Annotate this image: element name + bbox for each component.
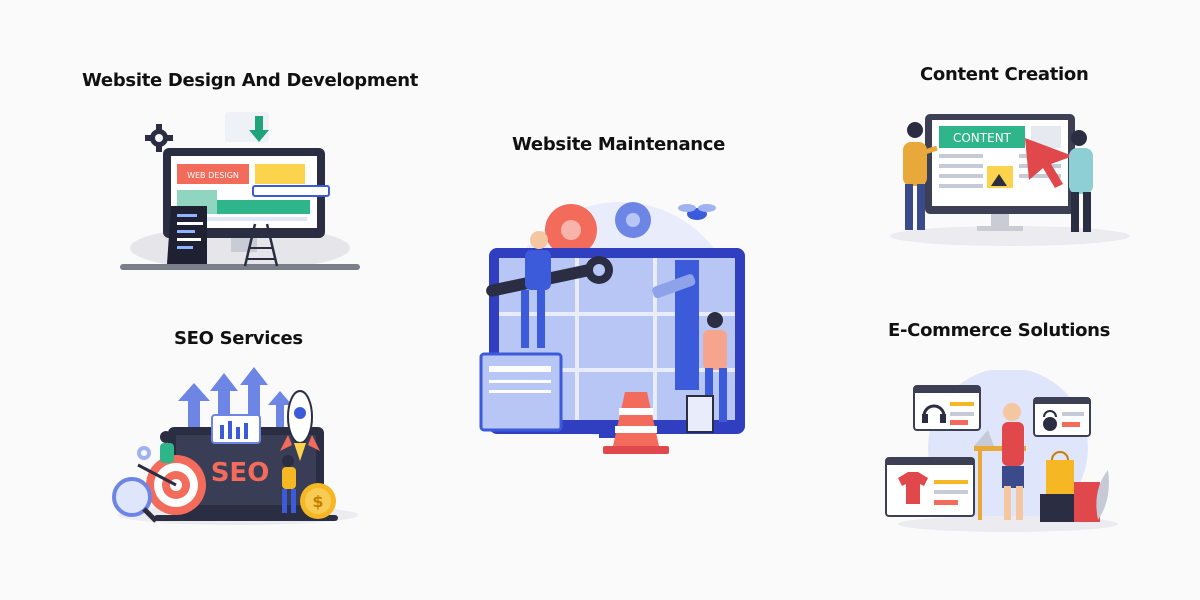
content-creation-illustration: CONTENT	[885, 108, 1140, 248]
rocket-icon	[280, 390, 320, 461]
bug-icon	[678, 204, 716, 220]
traffic-cone-icon	[603, 392, 669, 454]
web-design-illustration: WEB DESIGN	[115, 108, 365, 278]
gear-icon	[137, 446, 151, 460]
target-icon	[137, 455, 206, 515]
website-maintenance-title: Website Maintenance	[512, 134, 726, 155]
cursor-arrow-icon	[1025, 138, 1073, 188]
content-creation-title: Content Creation	[920, 64, 1089, 85]
kettlebell-icon	[1043, 410, 1057, 431]
coin-symbol: $	[312, 492, 323, 511]
gear-icon	[545, 204, 597, 256]
download-arrow-icon	[225, 112, 269, 142]
seo-services-title: SEO Services	[174, 328, 303, 349]
seo-screen-label: SEO	[211, 458, 270, 488]
shirt-icon	[898, 472, 928, 504]
ecommerce-title: E-Commerce Solutions	[888, 320, 1111, 341]
headphones-icon	[922, 404, 946, 423]
ecommerce-illustration	[878, 370, 1133, 532]
gear-icon	[615, 202, 651, 238]
dollar-coin-icon: $	[300, 483, 336, 519]
shopping-bag-icon	[1046, 451, 1074, 496]
gear-icon	[145, 124, 173, 152]
content-screen-label: CONTENT	[953, 131, 1012, 145]
website-maintenance-illustration	[475, 190, 765, 465]
up-arrow-icon	[178, 367, 292, 427]
seo-services-illustration: SEO	[108, 365, 368, 527]
web-design-screen-label: WEB DESIGN	[187, 171, 239, 180]
magnifier-icon	[112, 477, 158, 523]
web-design-title: Website Design And Development	[82, 70, 419, 91]
